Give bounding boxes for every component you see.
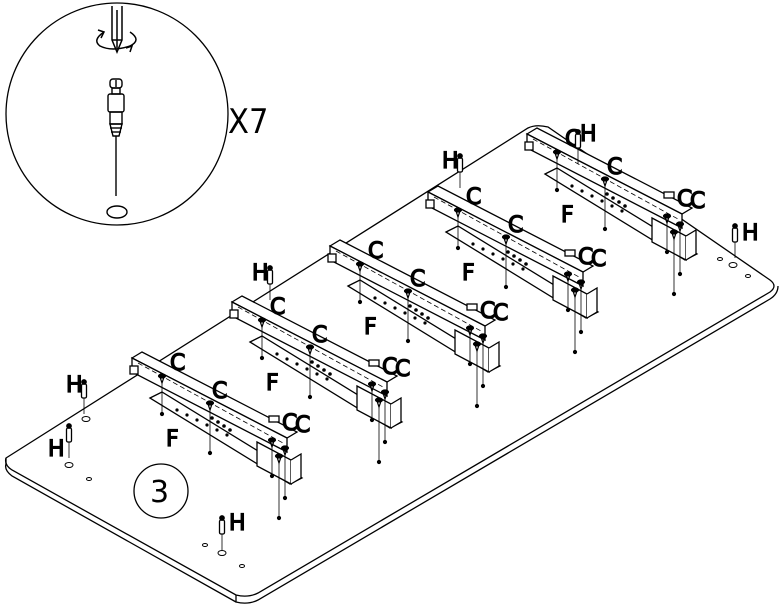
label-f: F	[364, 315, 377, 340]
dowel-icon: H	[574, 121, 597, 164]
label-c: C	[607, 155, 622, 180]
label-h: H	[66, 373, 83, 398]
label-c: C	[578, 245, 593, 270]
dowel-icon: H	[47, 423, 73, 463]
screw-icon	[367, 381, 377, 423]
label-h: H	[229, 511, 246, 536]
panel-holes	[64, 257, 751, 568]
screw-icon	[563, 271, 573, 313]
label-f: F	[462, 261, 475, 286]
step-badge: 3	[133, 463, 189, 519]
screw-icon	[675, 221, 685, 277]
multiplier-label: X7	[228, 102, 268, 142]
dowel-group: H H H H H H H	[47, 121, 759, 550]
label-c: C	[591, 247, 606, 272]
label-c: C	[508, 213, 523, 238]
label-c: C	[170, 351, 185, 376]
label-c: C	[690, 189, 705, 214]
label-c: C	[466, 185, 481, 210]
table-top-panel	[4, 125, 779, 604]
screw-icon	[662, 213, 672, 255]
dowel-icon: H	[251, 260, 274, 300]
label-h: H	[742, 221, 759, 246]
label-f: F	[166, 427, 179, 452]
screw-icon	[374, 397, 384, 465]
cam-bolt-icon	[106, 78, 128, 219]
screw-icon	[355, 261, 365, 305]
label-c: C	[212, 379, 227, 404]
label-h: H	[252, 261, 269, 286]
dowel-icon: H	[218, 510, 246, 550]
label-h: H	[580, 122, 597, 147]
label-h: H	[442, 149, 459, 174]
screw-icon	[600, 176, 610, 232]
step-number: 3	[150, 475, 169, 510]
label-c: C	[410, 267, 425, 292]
screw-icon	[501, 234, 511, 290]
label-c: C	[312, 323, 327, 348]
screw-icon	[453, 207, 463, 251]
dowel-icon: H	[65, 372, 88, 414]
screw-icon	[380, 389, 390, 445]
label-c: C	[493, 301, 508, 326]
screw-icon	[576, 279, 586, 335]
screw-icon	[570, 287, 580, 355]
rotate-arrow-icon	[96, 29, 137, 53]
label-c: C	[295, 413, 310, 438]
screw-icon	[472, 341, 482, 409]
dowel-icon: H	[441, 148, 464, 188]
screwdriver-icon	[111, 6, 123, 54]
label-h: H	[48, 437, 65, 462]
label-c: C	[270, 295, 285, 320]
detail-callout: X7	[5, 2, 268, 226]
screw-icon	[669, 229, 679, 297]
screw-icon	[305, 344, 315, 400]
screw-icon	[274, 453, 284, 521]
screw-icon	[280, 445, 290, 501]
label-c: C	[677, 187, 692, 212]
label-c: C	[368, 239, 383, 264]
label-c: C	[480, 299, 495, 324]
screw-icon	[205, 400, 215, 456]
screw-icon	[157, 373, 167, 417]
screw-icon	[478, 333, 488, 389]
screw-icon	[465, 325, 475, 367]
label-f: F	[266, 371, 279, 396]
label-c: C	[382, 355, 397, 380]
screw-icon	[267, 437, 277, 479]
label-c: C	[395, 357, 410, 382]
screw-icon	[552, 149, 562, 193]
label-f: F	[561, 203, 574, 228]
screw-icon	[257, 317, 267, 361]
label-c: C	[282, 411, 297, 436]
dowel-icon: H	[731, 220, 759, 258]
screw-icon	[403, 288, 413, 344]
